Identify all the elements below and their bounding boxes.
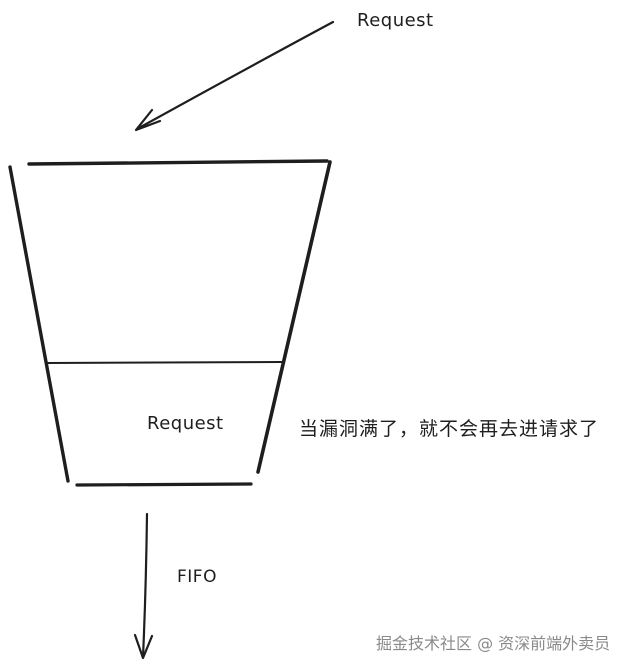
outflow-arrow — [133, 512, 154, 660]
incoming-request-label: Request — [357, 10, 434, 31]
bucket-top-edge — [27, 159, 329, 166]
fifo-label: FIFO — [177, 567, 217, 587]
bucket-bottom-edge — [75, 482, 253, 487]
queued-request-label: Request — [147, 413, 224, 434]
incoming-arrow — [134, 20, 335, 132]
watermark: 掘金技术社区 @ 资深前端外卖员 — [376, 634, 611, 653]
bucket-trapezoid — [8, 159, 332, 487]
bucket-right-edge — [256, 160, 332, 474]
water-level-line — [46, 361, 283, 364]
bucket-left-edge — [8, 165, 70, 483]
bucket-full-note: 当漏洞满了，就不会再去进请求了 — [299, 418, 600, 440]
